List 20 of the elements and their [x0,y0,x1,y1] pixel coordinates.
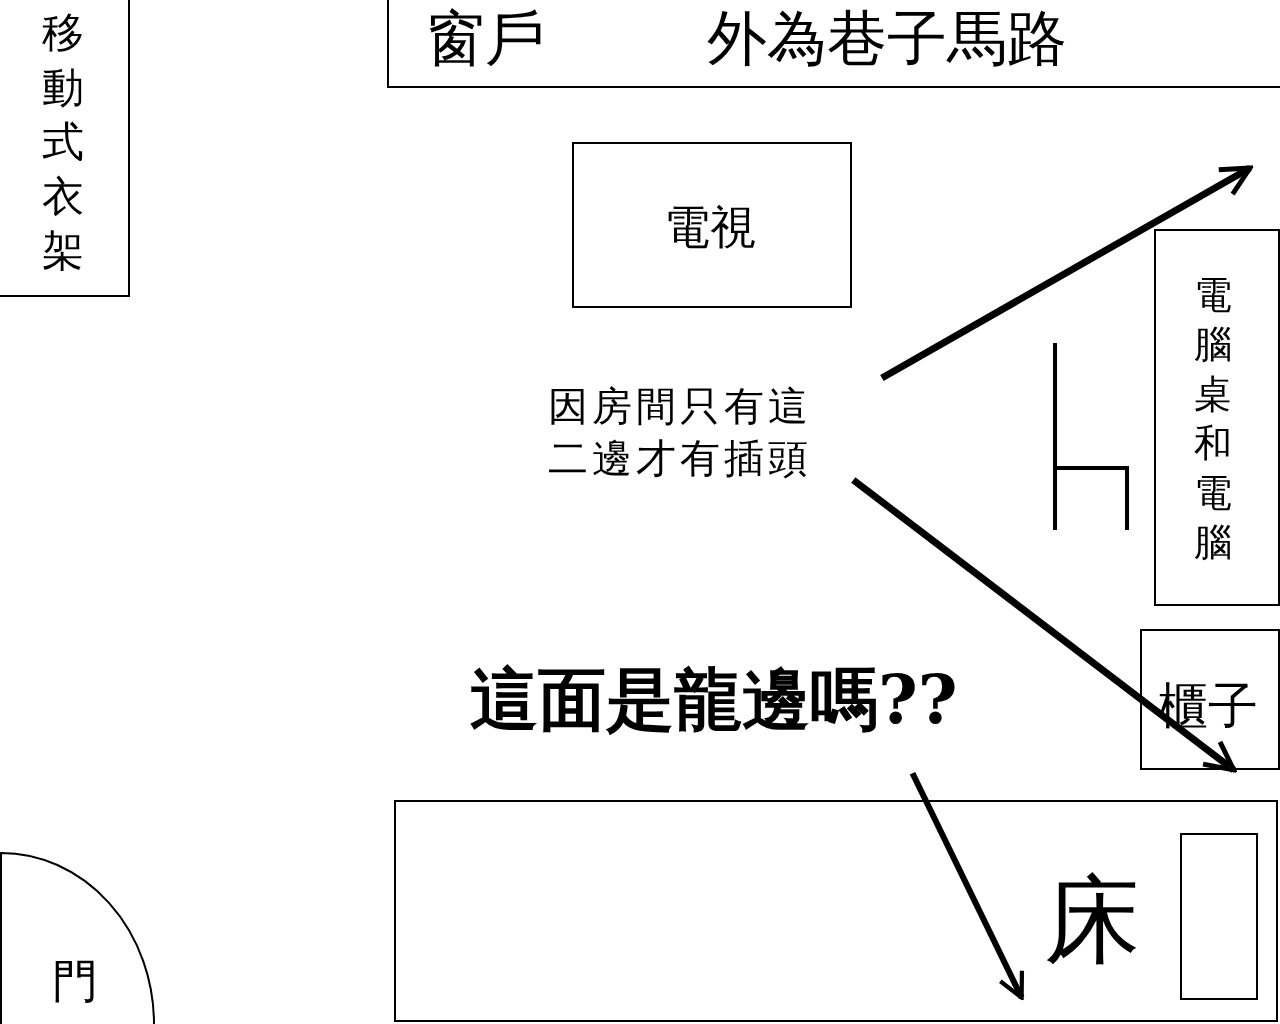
door-drawing [0,852,156,1024]
computer-desk-label: 電腦桌和電腦 [1194,272,1232,566]
clothes-rack-label: 移動式衣架 [42,7,84,278]
arrow [880,164,1253,382]
pillow-box [1180,833,1258,1000]
tv-label: 電視 [664,204,756,250]
computer-desk-box [1154,229,1280,606]
question-text: 這面是龍邊嗎?? [470,665,958,733]
bed-label: 床 [1044,872,1140,968]
arrow [909,771,1025,1000]
door-label: 門 [52,958,98,1004]
clothes-rack-box [0,0,130,297]
window-box [387,0,1280,88]
cabinet-box [1140,629,1280,770]
window-note: 外為巷子馬路 [707,8,1067,68]
bed-box [394,800,1278,1022]
arrow [851,477,1237,773]
window-label: 窗戶 [425,8,545,68]
note-text: 因房間只有這二邊才有插頭 [548,382,813,483]
tv-box [572,142,852,308]
